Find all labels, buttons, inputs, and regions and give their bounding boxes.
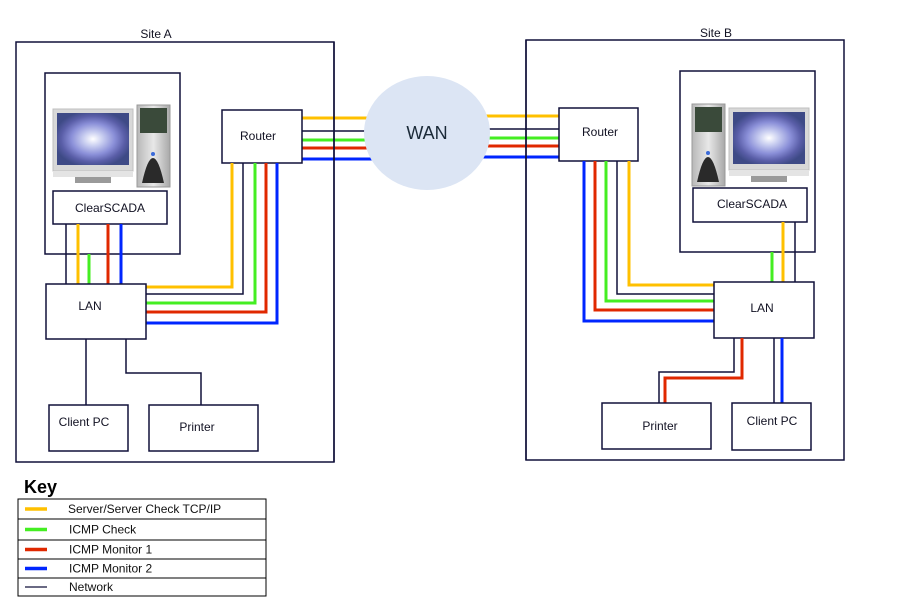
site-b-boundary: [525, 39, 845, 461]
site-b-printer-label: Printer: [642, 419, 677, 433]
site-a-computer-icon: [52, 104, 171, 188]
key-item-label: ICMP Monitor 1: [69, 543, 152, 557]
site-a-router-lan-icmp-check: [146, 163, 257, 305]
key-legend: Key Server/Server Check TCP/IP ICMP Check…: [17, 477, 267, 597]
site-b-router-lan-icmp-monitor-1: [593, 161, 714, 312]
site-a-clearscada-box[interactable]: [52, 190, 168, 225]
site-a-printer[interactable]: [148, 404, 259, 452]
site-b-lan[interactable]: [713, 281, 815, 339]
site-a-title: Site A: [140, 27, 171, 41]
site-b-client-pc[interactable]: [731, 402, 812, 451]
site-a-router-lan-network: [146, 163, 244, 295]
site-a-lan[interactable]: [45, 283, 147, 340]
site-b-computer-icon: [691, 103, 810, 187]
key-item-label: Server/Server Check TCP/IP: [68, 502, 221, 516]
site-a-router-label: Router: [240, 129, 276, 143]
key-item: ICMP Check: [18, 518, 266, 537]
site-a-router-lan-server-check: [146, 163, 234, 289]
site-b-client-pc-label: Client PC: [747, 414, 798, 428]
site-a-lan-printer-link: [125, 339, 202, 405]
key-table: [17, 498, 267, 597]
key-item: ICMP Monitor 2: [18, 558, 266, 576]
site-a-router-lan-icmp-monitor-1: [146, 163, 268, 314]
site-a-router[interactable]: [221, 109, 303, 164]
site-a-lan-label: LAN: [78, 299, 101, 313]
key-item: Network: [18, 577, 266, 594]
site-b-router[interactable]: [558, 107, 639, 162]
site-b-title: Site B: [700, 26, 732, 40]
site-b: Site B ClearSCADA Router LAN Printer C: [525, 26, 845, 461]
site-a-clearscada-label: ClearSCADA: [75, 201, 145, 215]
site-b-lan-printer-network: [658, 338, 735, 403]
wan-links: [302, 114, 559, 161]
site-a-client-pc[interactable]: [48, 404, 129, 452]
site-b-router-lan-server-check: [627, 161, 714, 287]
key-item: Server/Server Check TCP/IP: [25, 502, 221, 516]
key-item-label: ICMP Check: [69, 523, 137, 537]
site-b-router-lan-network: [616, 161, 714, 295]
site-b-clearscada-label: ClearSCADA: [717, 197, 787, 211]
site-a: Site A ClearSCADA Router LAN Client PC P…: [15, 27, 335, 463]
site-b-router-label: Router: [582, 125, 618, 139]
site-a-router-lan-icmp-monitor-2: [146, 163, 279, 325]
key-title: Key: [24, 477, 57, 497]
site-a-printer-label: Printer: [179, 420, 214, 434]
wan-cloud[interactable]: [364, 76, 490, 190]
key-item: ICMP Monitor 1: [18, 539, 266, 557]
site-b-lan-label: LAN: [750, 301, 773, 315]
site-b-lan-printer-icmp-monitor-1: [663, 338, 744, 403]
key-item-label: Network: [69, 580, 114, 594]
site-b-router-lan-icmp-monitor-2: [582, 161, 714, 323]
wan-label: WAN: [406, 123, 447, 143]
site-b-printer[interactable]: [601, 402, 712, 450]
site-b-router-lan-icmp-check: [604, 161, 714, 303]
site-b-clearscada-box[interactable]: [692, 187, 808, 223]
site-a-client-pc-label: Client PC: [59, 415, 110, 429]
key-item-label: ICMP Monitor 2: [69, 562, 152, 576]
